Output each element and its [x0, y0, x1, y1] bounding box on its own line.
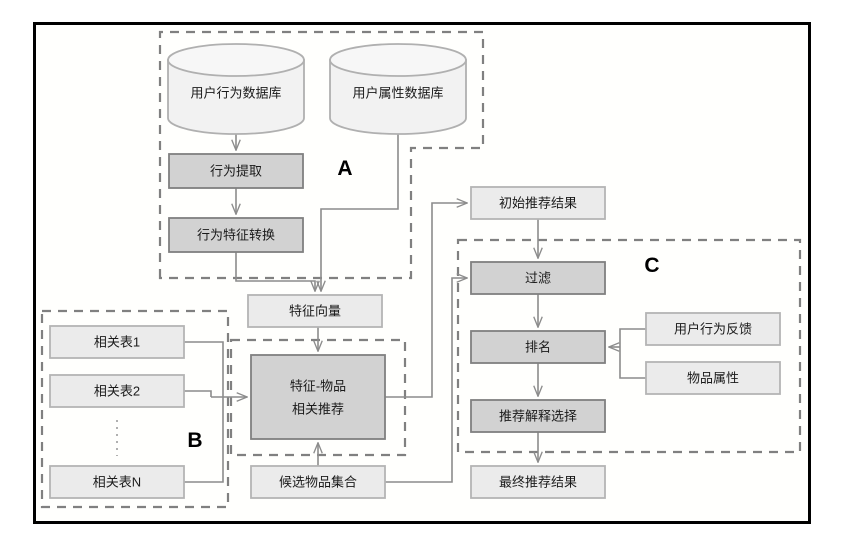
recommendation-explanation-selection[interactable]: 推荐解释选择 — [470, 399, 606, 433]
filter-step-label: 过滤 — [525, 270, 551, 285]
edge-candidate-to-filter — [385, 278, 467, 483]
related-table-n[interactable]: 相关表N — [49, 465, 185, 499]
group-label-B: B — [187, 429, 202, 452]
item-attribute[interactable]: 物品属性 — [645, 361, 781, 395]
group-label-A: A — [337, 157, 352, 180]
related-table-2[interactable]: 相关表2 — [49, 374, 185, 408]
edge-related-table-n-join — [184, 397, 224, 483]
edge-feature-transform-to-feature-vector — [235, 252, 315, 291]
feature-vector[interactable]: 特征向量 — [247, 294, 383, 328]
edge-item-attribute-to-ranking — [619, 347, 646, 379]
feature-item-related-recommendation[interactable]: 特征-物品 相关推荐 — [250, 354, 386, 440]
behavior-extraction[interactable]: 行为提取 — [168, 153, 304, 189]
candidate-item-set[interactable]: 候选物品集合 — [250, 465, 386, 499]
final-recommendation-result[interactable]: 最终推荐结果 — [470, 465, 606, 499]
user-behavior-feedback-label: 用户行为反馈 — [674, 321, 752, 336]
item-attribute-label: 物品属性 — [687, 370, 739, 385]
behavior-feature-transform[interactable]: 行为特征转换 — [168, 217, 304, 253]
behavior-feature-transform-label: 行为特征转换 — [197, 227, 275, 242]
edge-related-table-2-join — [184, 390, 212, 397]
group-label-C: C — [644, 254, 659, 277]
user-behavior-feedback[interactable]: 用户行为反馈 — [645, 312, 781, 346]
edge-attribute-db-to-feature-vector — [321, 134, 399, 291]
user-attribute-database-label: 用户属性数据库 — [352, 85, 443, 100]
final-recommendation-result-label: 最终推荐结果 — [499, 474, 577, 489]
group-region-C — [456, 238, 802, 454]
related-table-n-label: 相关表N — [93, 474, 141, 489]
edge-feedback-to-ranking — [619, 328, 646, 347]
ranking-step[interactable]: 排名 — [470, 330, 606, 364]
feature-vector-label: 特征向量 — [289, 303, 341, 318]
user-attribute-database: 用户属性数据库 — [329, 43, 467, 135]
edge-rec-to-initial-result — [385, 203, 467, 398]
initial-recommendation-result[interactable]: 初始推荐结果 — [470, 186, 606, 220]
user-behavior-database: 用户行为数据库 — [167, 43, 305, 135]
feature-item-recommendation-label-line1: 特征-物品 — [290, 378, 346, 393]
filter-step[interactable]: 过滤 — [470, 261, 606, 295]
initial-recommendation-result-label: 初始推荐结果 — [499, 195, 577, 210]
edge-related-table-1-join — [184, 341, 224, 397]
ranking-step-label: 排名 — [525, 339, 551, 354]
feature-item-recommendation-label-line2: 相关推荐 — [292, 401, 344, 416]
recommendation-explanation-selection-label: 推荐解释选择 — [499, 408, 577, 423]
related-table-1-label: 相关表1 — [94, 334, 140, 349]
behavior-extraction-label: 行为提取 — [210, 163, 262, 178]
candidate-item-set-label: 候选物品集合 — [279, 474, 357, 489]
related-table-1[interactable]: 相关表1 — [49, 325, 185, 359]
user-behavior-database-label: 用户行为数据库 — [190, 85, 281, 100]
group-region-A — [158, 30, 485, 280]
related-table-2-label: 相关表2 — [94, 383, 140, 398]
